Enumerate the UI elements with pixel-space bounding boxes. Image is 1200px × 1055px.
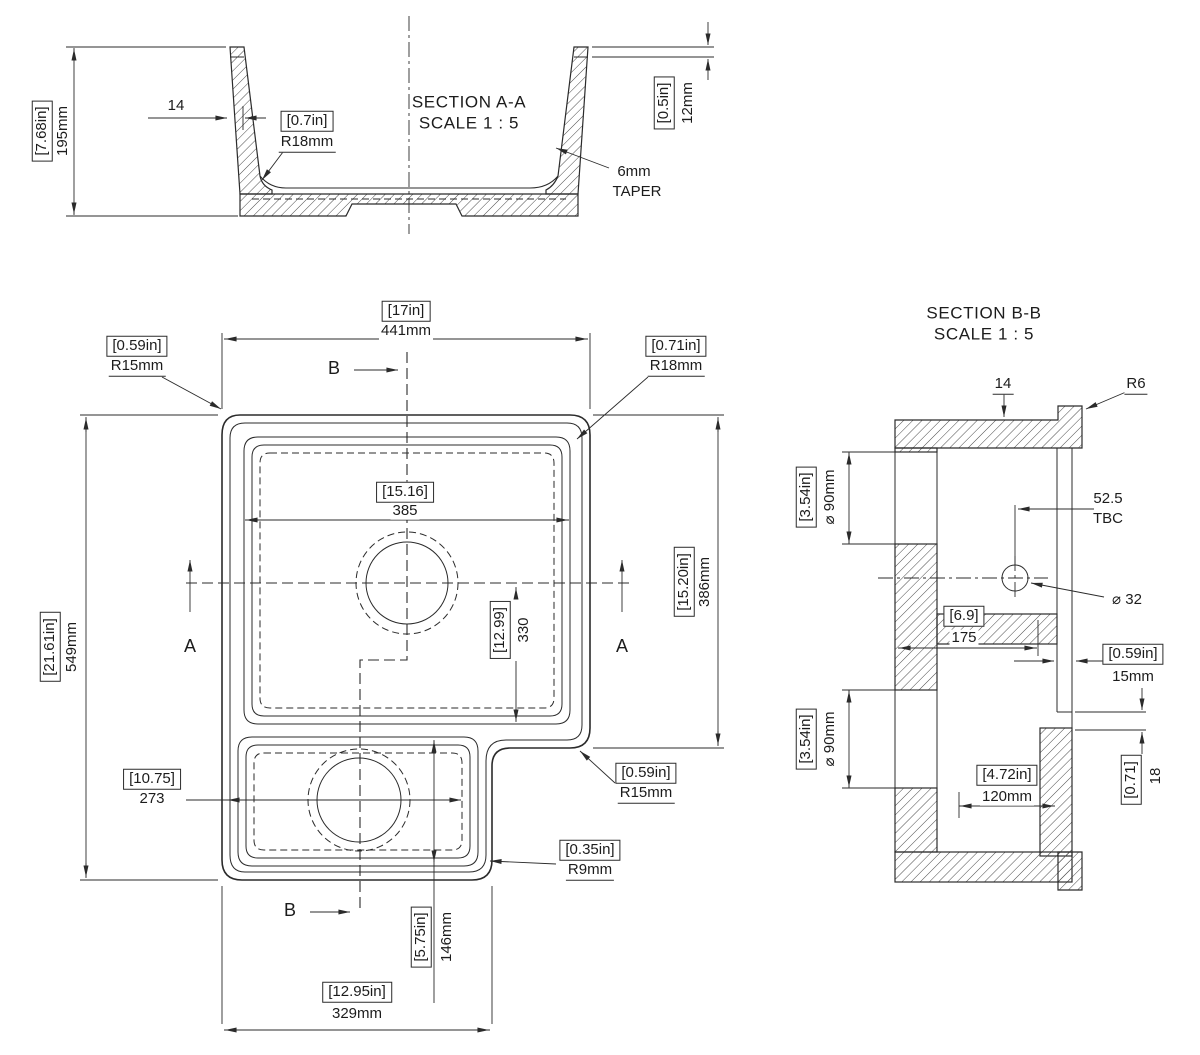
plan-inner-width-mm-label: 385 <box>390 501 420 520</box>
plan-bowl-height-in-label: [15.20in] <box>673 547 695 617</box>
bb-step-in-label: [0.71] <box>1120 755 1142 805</box>
plan-section-b-top-marker: B <box>325 358 343 379</box>
bb-top-hole-mm-label: ⌀ 90mm <box>820 467 839 527</box>
bb-section-scale: SCALE 1 : 5 <box>933 324 1035 344</box>
section-bb-view <box>842 391 1146 891</box>
plan-bottom-width-mm-label: 329mm <box>329 1004 385 1023</box>
plan-corner-step-mm-label: R15mm <box>617 784 675 804</box>
bb-lower-depth-mm-label: 120mm <box>979 787 1035 806</box>
plan-bowl-height-mm-label: 386mm <box>695 554 714 610</box>
bb-bottom-hole-in-label: [3.54in] <box>795 708 817 770</box>
bb-depth-in-label: [6.9] <box>943 605 985 627</box>
section-aa-view <box>66 16 714 234</box>
plan-bottom-width-in-label: [12.95in] <box>322 981 392 1003</box>
aa-radius-in-label: [0.7in] <box>280 110 334 132</box>
bb-lower-depth-in-label: [4.72in] <box>976 764 1038 786</box>
plan-lower-height-mm-label: 146mm <box>437 909 456 965</box>
plan-lower-drain-in-label: [10.75] <box>123 768 181 790</box>
plan-corner-tl-mm-label: R15mm <box>108 357 166 377</box>
aa-section-title: SECTION A-A <box>411 92 527 112</box>
aa-height-in-label: [7.68in] <box>31 100 53 162</box>
plan-drain-offset-in-label: [12.99] <box>489 601 511 659</box>
plan-corner-tr-mm-label: R18mm <box>647 357 705 377</box>
aa-section-scale: SCALE 1 : 5 <box>418 113 520 133</box>
plan-section-b-bottom-marker: B <box>281 900 299 921</box>
plan-lower-drain-mm-label: 273 <box>137 789 167 808</box>
bb-rim-width-mm-label: 15mm <box>1110 667 1156 686</box>
plan-section-a-left-marker: A <box>181 636 199 657</box>
plan-corner-br-in-label: [0.35in] <box>559 839 621 861</box>
plan-lower-height-in-label: [5.75in] <box>410 906 432 968</box>
bb-tbc-value-label: 52.5 <box>1091 489 1125 508</box>
plan-overall-height-mm-label: 549mm <box>62 619 81 675</box>
plan-inner-width-in-label: [15.16] <box>376 481 434 503</box>
bb-hole-dia-label: ⌀ 32 <box>1110 590 1144 609</box>
bb-corner-r6-label: R6 <box>1124 375 1148 395</box>
bb-rim-thickness-label: 14 <box>992 375 1014 395</box>
bb-bottom-hole-mm-label: ⌀ 90mm <box>820 709 839 769</box>
bb-section-title: SECTION B-B <box>926 303 1042 323</box>
aa-wall-thickness-label: 14 <box>165 96 187 115</box>
bb-top-hole-in-label: [3.54in] <box>795 466 817 528</box>
bb-rim-width-in-label: [0.59in] <box>1102 643 1164 665</box>
plan-drain-offset-mm-label: 330 <box>514 615 533 645</box>
plan-overall-height-in-label: [21.61in] <box>39 612 61 682</box>
plan-section-a-right-marker: A <box>613 636 631 657</box>
aa-flange-in-label: [0.5in] <box>653 76 675 130</box>
plan-corner-tl-in-label: [0.59in] <box>106 335 168 357</box>
plan-width-in-label: [17in] <box>381 300 431 322</box>
bb-step-mm-label: 18 <box>1146 765 1165 787</box>
aa-flange-mm-label: 12mm <box>678 80 697 126</box>
aa-taper-text-label: TAPER <box>610 182 664 201</box>
plan-corner-br-mm-label: R9mm <box>565 861 615 881</box>
bb-depth-mm-label: 175 <box>949 628 979 647</box>
bb-tbc-text-label: TBC <box>1091 509 1125 528</box>
plan-corner-step-in-label: [0.59in] <box>615 762 677 784</box>
aa-radius-mm-label: R18mm <box>278 133 336 153</box>
plan-corner-tr-in-label: [0.71in] <box>645 335 707 357</box>
plan-view <box>80 333 724 1033</box>
plan-width-mm-label: 441mm <box>378 321 434 340</box>
aa-taper-value-label: 6mm <box>615 162 653 181</box>
aa-height-mm-label: 195mm <box>53 103 72 159</box>
